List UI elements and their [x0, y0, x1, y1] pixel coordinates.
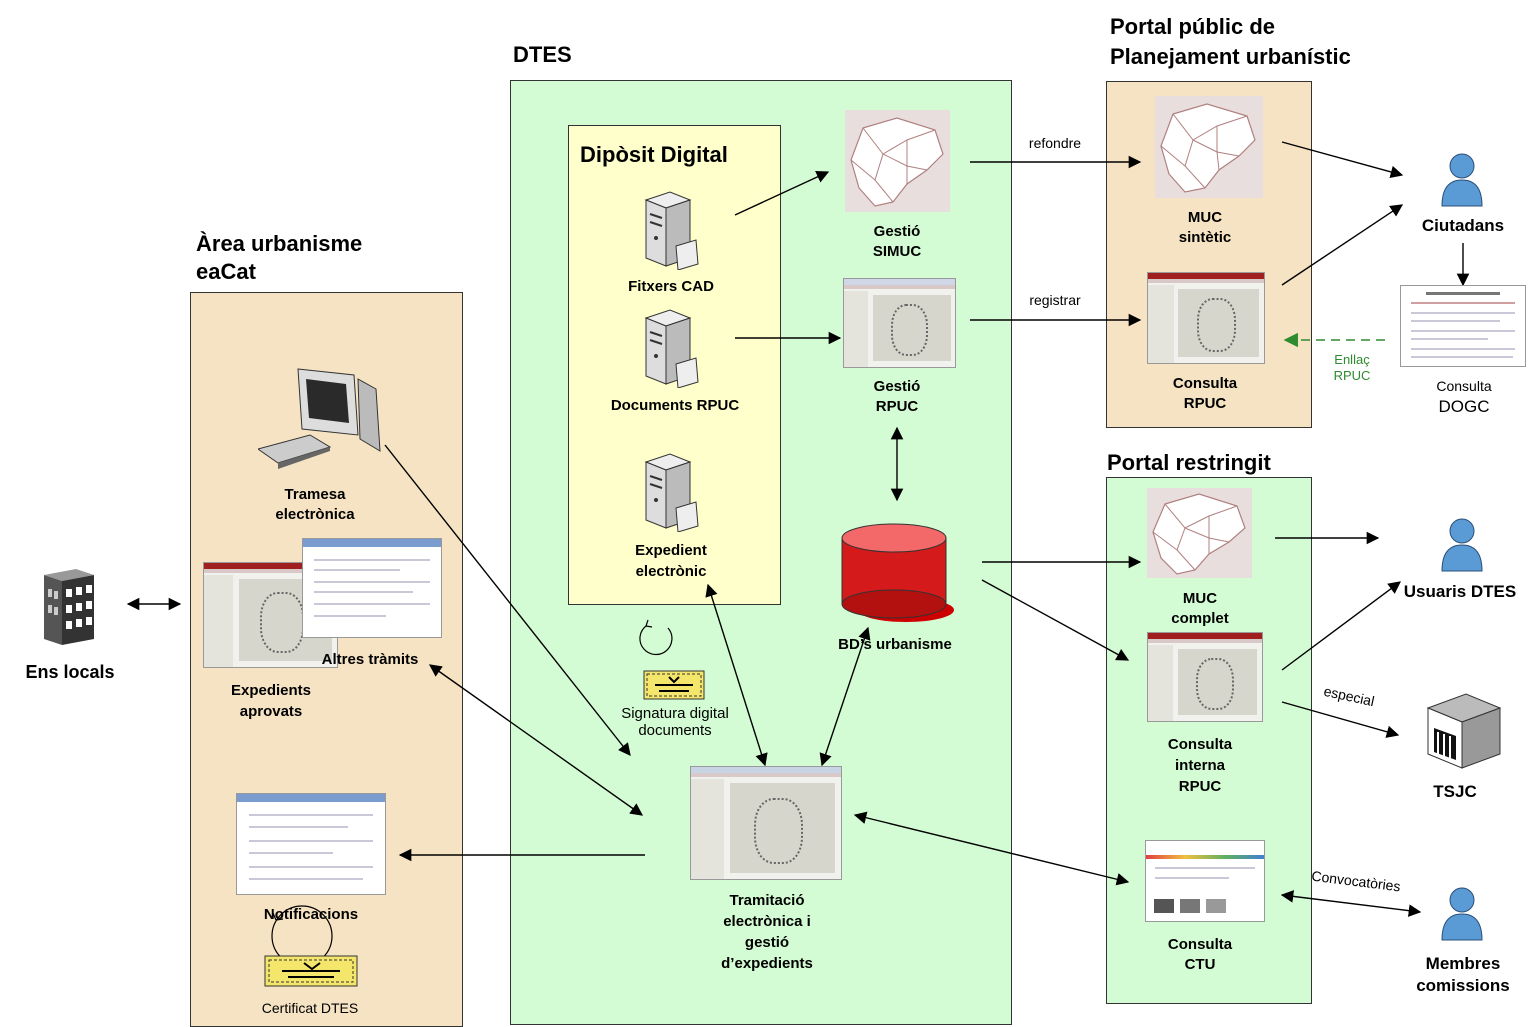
building-icon [36, 565, 100, 647]
tramesa-label: Tramesa electrònica [275, 486, 355, 523]
server-icon [640, 190, 702, 271]
muc-complet-map [1147, 488, 1252, 578]
expedient-electronic-label: Expedient electrònic [635, 542, 707, 580]
ciutadans-label: Ciutadans [1421, 216, 1505, 235]
arrow-consulta-ciutadans [1281, 204, 1404, 286]
enllac-edge-label: Enllaç RPUC [1333, 352, 1371, 383]
registrar-edge-label: registrar [1029, 292, 1081, 308]
expedients-aprovats-label: Expedients aprovats [230, 682, 312, 720]
arrow-interna-usuaris [1281, 581, 1402, 671]
altres-tramits-label: Altres tràmits [321, 651, 419, 668]
dtes-title: DTES [513, 42, 572, 67]
loop-icon-dtes [639, 619, 673, 656]
gestio-simuc-label: Gestió SIMUC [872, 223, 922, 260]
consulta-rpuc-label: Consulta RPUC [1172, 375, 1238, 412]
membres-label: Membres comissions [1416, 954, 1510, 995]
consulta-rpuc-screenshot [1147, 272, 1265, 364]
arrow-altres-tramitacio [428, 664, 644, 816]
person-icon [1440, 517, 1484, 573]
certificat-label: Certificat DTES [261, 1000, 359, 1016]
documents-rpuc-label: Documents RPUC [610, 397, 740, 414]
portal-public-title: Portal públic de Planejament urbanístic [1110, 14, 1351, 69]
gestio-rpuc-label: Gestió RPUC [873, 378, 921, 415]
consulta-ctu-screenshot [1145, 840, 1265, 922]
signatura-label: Signatura digital documents [621, 705, 729, 739]
ens-locals-label: Ens locals [25, 662, 115, 682]
consulta-interna-label: Consulta interna RPUC [1167, 736, 1233, 795]
altres-tramits-screenshot [302, 538, 442, 638]
tramitacio-screenshot [690, 766, 842, 880]
arrow-ctu-membres [1280, 890, 1422, 917]
muc-sintetic-label: MUC sintètic [1178, 209, 1232, 246]
computer-icon [256, 365, 386, 475]
arrow-cad-simuc [734, 171, 830, 216]
tsjc-label: TSJC [1433, 782, 1477, 801]
arrow-bd-consultainterna [981, 579, 1130, 661]
arrow-expedient-tramitacio [705, 583, 768, 767]
muc-complet-label: MUC complet [1171, 590, 1229, 627]
dogc-screenshot [1400, 285, 1526, 367]
refondre-edge-label: refondre [1028, 135, 1082, 151]
consulta-dogc-label-2: DOGC [1438, 397, 1490, 416]
gestio-simuc-map [845, 110, 950, 212]
certificate-icon [643, 670, 705, 700]
notificacions-label: Notificacions [263, 906, 359, 923]
server-icon [640, 452, 702, 533]
arrow-interna-tsjc [1281, 701, 1400, 738]
bd-urbanisme-label: BD’s urbanisme [838, 636, 952, 653]
arrow-bd-tramitacio [819, 626, 871, 767]
person-icon [1440, 886, 1484, 942]
person-icon [1440, 152, 1484, 208]
consulta-dogc-label-1: Consulta [1436, 378, 1492, 394]
gestio-rpuc-screenshot [843, 278, 956, 368]
tramitacio-label: Tramitació electrònica i gestió d’expedi… [721, 892, 813, 972]
server-icon [640, 308, 702, 389]
notificacions-screenshot [236, 793, 386, 895]
certificate-icon [264, 955, 358, 987]
area-urbanisme-title: Àrea urbanisme eaCat [196, 231, 363, 284]
portal-restringit-title: Portal restringit [1107, 450, 1271, 475]
courthouse-icon [1420, 690, 1505, 772]
database-icon [838, 520, 963, 625]
arrow-mucsintetic-ciutadans [1281, 141, 1404, 179]
arrow-tramitacio-ctu [853, 811, 1130, 886]
usuaris-dtes-label: Usuaris DTES [1403, 582, 1517, 601]
consulta-interna-screenshot [1147, 632, 1263, 722]
diposit-digital-title: Dipòsit Digital [580, 142, 728, 167]
muc-sintetic-map [1155, 96, 1263, 198]
fitxers-cad-label: Fitxers CAD [628, 278, 714, 295]
consulta-ctu-label: Consulta CTU [1167, 936, 1233, 973]
